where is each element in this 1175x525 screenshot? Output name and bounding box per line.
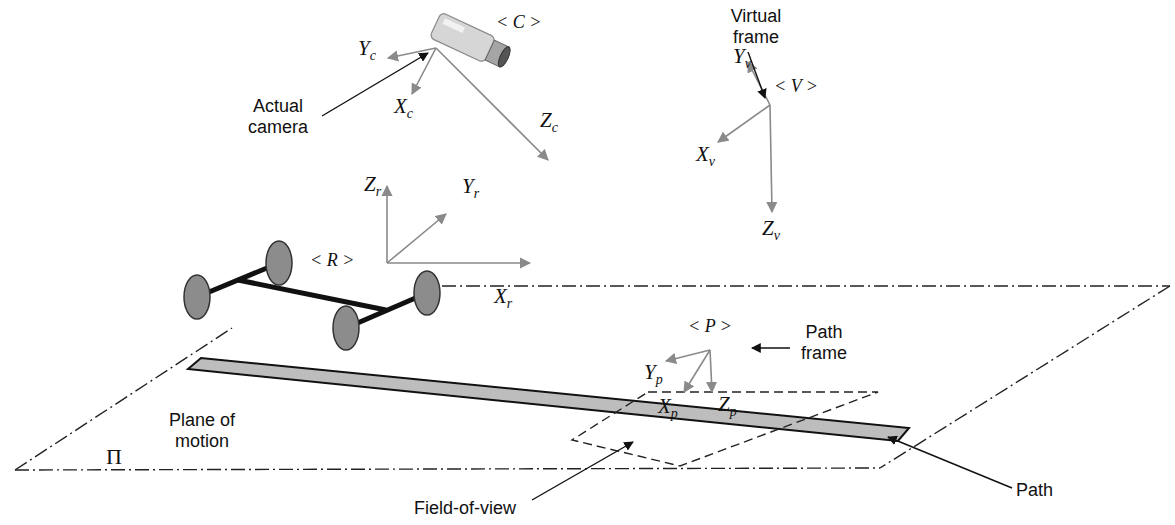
- callout-text: Actual camera: [236, 96, 320, 137]
- callout-text: Field-of-view: [414, 498, 516, 519]
- plane-symbol: Π: [106, 444, 122, 469]
- axis-label: Xv: [696, 142, 715, 166]
- axis-label: Zp: [718, 392, 737, 416]
- robot: [184, 241, 440, 350]
- callout-text: Plane of motion: [150, 410, 254, 451]
- frame-name: < V >: [774, 76, 818, 97]
- field-of-view: [572, 392, 878, 466]
- axis-label: Xc: [394, 94, 413, 118]
- axis-label: Xr: [494, 284, 512, 308]
- axis-label: Yv: [733, 44, 751, 68]
- axis-label: Xp: [658, 394, 678, 418]
- axis-label: Zc: [540, 108, 558, 132]
- frame-name: < P >: [688, 316, 732, 337]
- axis-label: Zr: [364, 172, 381, 196]
- frame-name: < R >: [310, 250, 354, 271]
- frame-name: < C >: [496, 12, 541, 33]
- axis-label: Yr: [462, 174, 479, 198]
- axis-label: Yc: [358, 36, 376, 60]
- callout-text: Path frame: [794, 322, 854, 363]
- axis-label: Zv: [762, 216, 780, 240]
- callout-text: Path: [1016, 480, 1053, 501]
- leader-arrows: [322, 52, 1012, 500]
- axis-label: Yp: [644, 360, 663, 384]
- callout-text: Virtual frame: [714, 6, 798, 47]
- path-band: [188, 358, 909, 441]
- coordinate-axes: [387, 48, 772, 392]
